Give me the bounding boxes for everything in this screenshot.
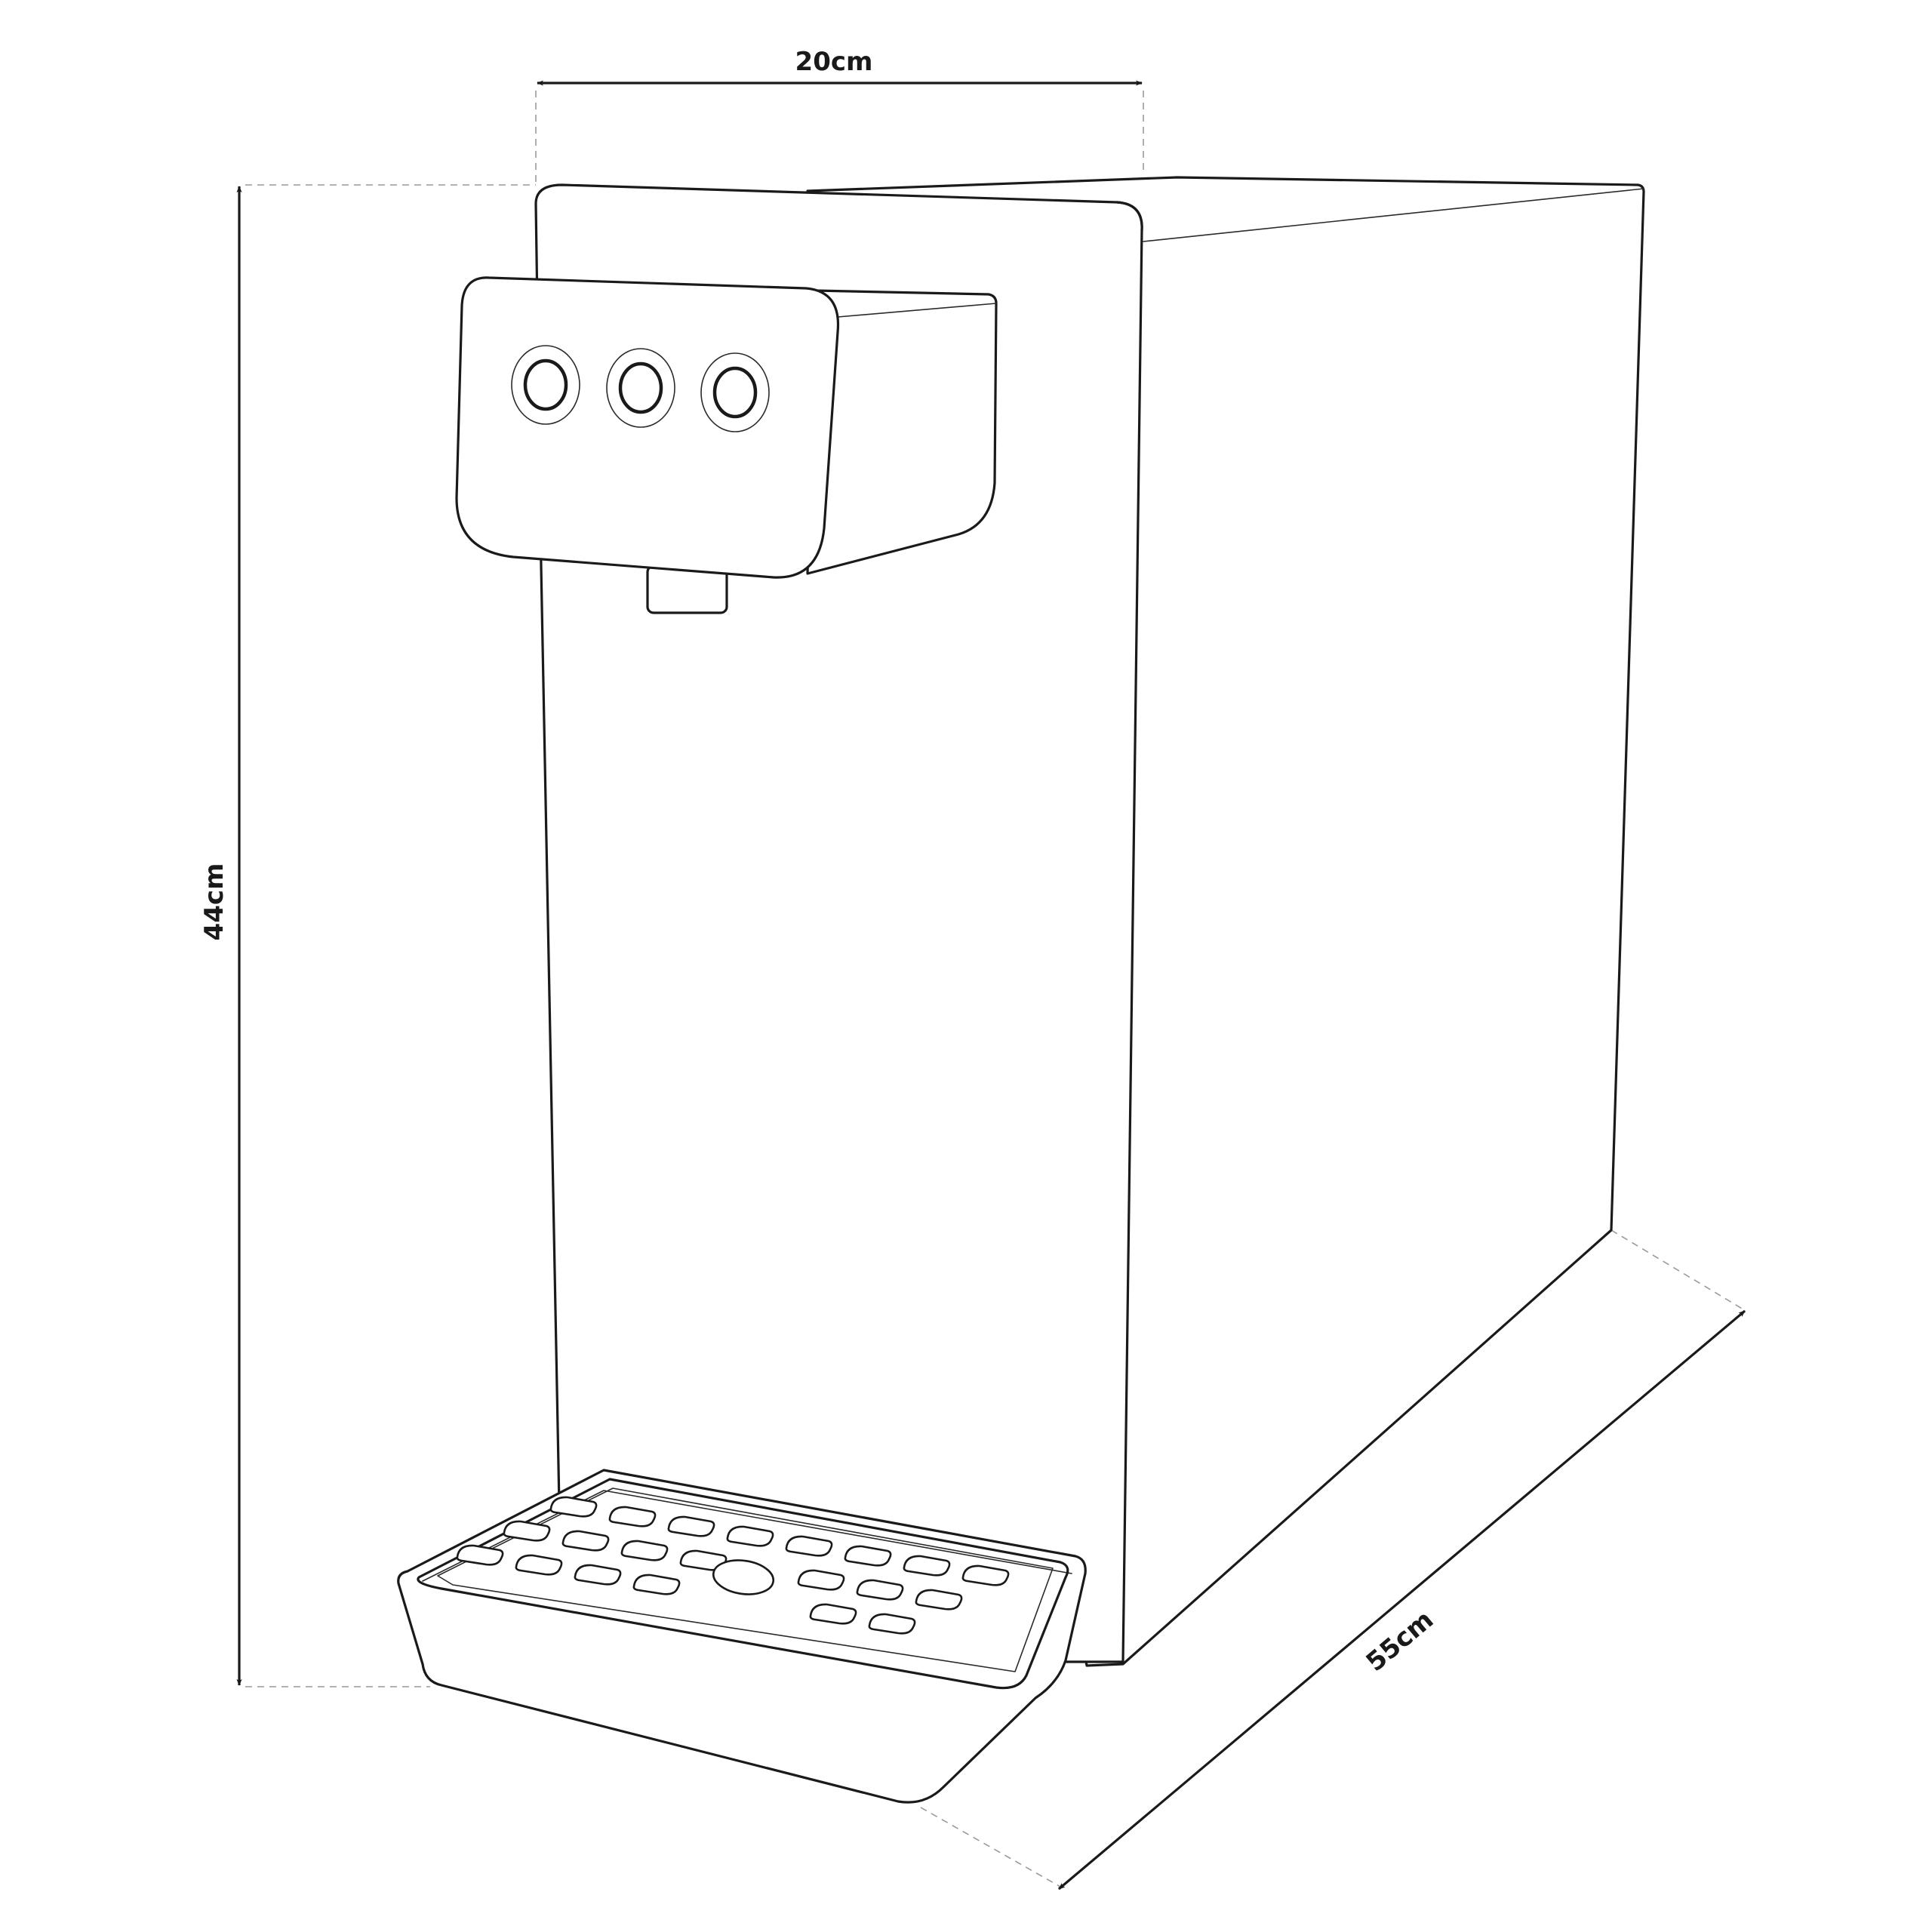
height-dimension: 44cm [199,186,242,1686]
grate-slot [667,1515,715,1537]
head-side-shape [806,289,998,575]
dispenser-head [455,276,998,614]
button-2-core [618,361,663,414]
head-front-face [455,276,840,579]
grate-slot [726,1525,774,1547]
grate-slot [868,1613,916,1635]
tray-grate-slots [456,1496,1010,1635]
grate-slot [844,1545,892,1567]
extension-lines [245,91,1744,1887]
depth-arrow [1057,1309,1746,1890]
depth-extension-front [920,1807,1061,1887]
grate-slot [549,1496,598,1518]
grate-slot [809,1603,857,1625]
grate-slot [903,1555,951,1577]
head-top-edge [837,303,997,318]
drip-tray [397,1469,1087,1804]
dispense-button-1[interactable] [511,345,580,425]
grate-slot [503,1520,551,1542]
grate-slot [608,1506,657,1527]
dispense-button-3[interactable] [700,352,770,432]
grate-slot [797,1569,845,1591]
grate-slot [456,1544,504,1566]
grate-slot [785,1535,833,1557]
drain-hole [712,1559,775,1595]
grate-slot [915,1589,963,1611]
front-panel-top-corner [1115,201,1143,232]
grate-slot [561,1530,610,1552]
top-panel-edge [1143,188,1644,242]
control-buttons [511,345,770,432]
grate-slot [961,1564,1010,1586]
grate-slot [632,1574,681,1595]
grate-slot [515,1554,563,1576]
depth-label: 55cm [1361,1604,1440,1678]
grate-slot [620,1540,669,1561]
tray-body [397,1469,1087,1804]
button-1-core [523,358,568,411]
button-3-core [712,366,758,419]
grate-slot [856,1579,904,1601]
dispense-button-2[interactable] [606,348,675,428]
width-label: 20cm [795,47,873,77]
depth-extension-back [1611,1229,1744,1310]
height-label: 44cm [199,863,229,941]
grate-slot [574,1564,622,1586]
width-dimension: 20cm [537,47,1143,86]
